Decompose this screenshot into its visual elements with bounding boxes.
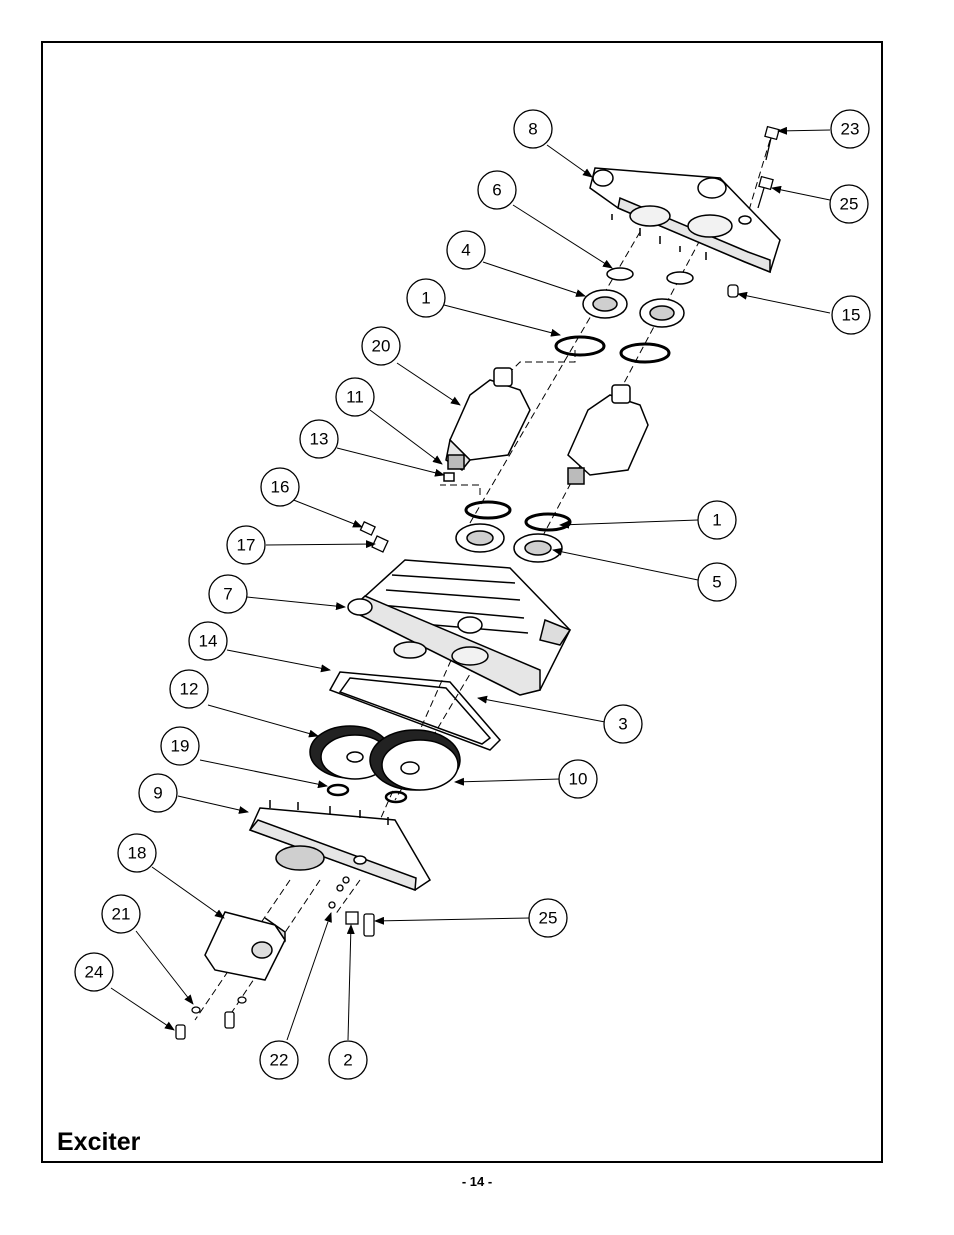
callout-5: 5 bbox=[712, 573, 721, 592]
callout-10: 10 bbox=[569, 770, 588, 789]
callout-15: 15 bbox=[842, 306, 861, 325]
callout-9: 9 bbox=[153, 784, 162, 803]
callout-18: 18 bbox=[128, 844, 147, 863]
callout-17: 17 bbox=[237, 536, 256, 555]
part-gears bbox=[309, 725, 461, 791]
callout-16: 16 bbox=[271, 478, 290, 497]
callout-6: 6 bbox=[492, 181, 501, 200]
callout-23: 23 bbox=[841, 120, 860, 139]
callout-1-upper: 1 bbox=[421, 289, 430, 308]
part-lower-bearings-and-rings bbox=[455, 500, 572, 563]
part-small-hardware bbox=[175, 876, 375, 1040]
part-bolts-top bbox=[727, 125, 780, 298]
part-gasket bbox=[328, 671, 502, 751]
callout-24: 24 bbox=[85, 963, 104, 982]
callout-14: 14 bbox=[199, 632, 218, 651]
callout-20: 20 bbox=[372, 337, 391, 356]
part-bottom-cover bbox=[248, 800, 432, 892]
callout-8: 8 bbox=[528, 120, 537, 139]
part-fittings bbox=[359, 520, 389, 553]
callout-3: 3 bbox=[618, 715, 627, 734]
page-number: - 14 - bbox=[461, 1174, 493, 1189]
part-top-cover-plate bbox=[589, 167, 781, 274]
callout-19: 19 bbox=[171, 737, 190, 756]
diagram-frame bbox=[41, 41, 883, 1163]
part-snap-rings-19 bbox=[326, 783, 408, 804]
callout-25-top: 25 bbox=[840, 195, 859, 214]
callout-11: 11 bbox=[346, 388, 364, 407]
callout-bubbles bbox=[74, 109, 871, 1080]
callout-21: 21 bbox=[112, 905, 131, 924]
diagram-title: Exciter bbox=[57, 1128, 141, 1156]
callout-numbers: 8 23 25 6 4 15 1 20 11 13 16 1 17 5 7 14… bbox=[85, 120, 861, 1070]
callout-12: 12 bbox=[180, 680, 199, 699]
part-hydraulic-motors bbox=[443, 367, 649, 485]
part-exciter-housing bbox=[347, 559, 572, 696]
callout-22: 22 bbox=[270, 1051, 289, 1070]
part-upper-bearings-and-rings bbox=[554, 267, 694, 364]
part-speed-sensor bbox=[204, 911, 286, 981]
callout-7: 7 bbox=[223, 585, 232, 604]
callout-4: 4 bbox=[461, 241, 470, 260]
callout-2: 2 bbox=[343, 1051, 352, 1070]
callout-25-bottom: 25 bbox=[539, 909, 558, 928]
callout-13: 13 bbox=[310, 430, 329, 449]
leader-lines bbox=[110, 126, 831, 1041]
callout-1-lower: 1 bbox=[712, 511, 721, 530]
